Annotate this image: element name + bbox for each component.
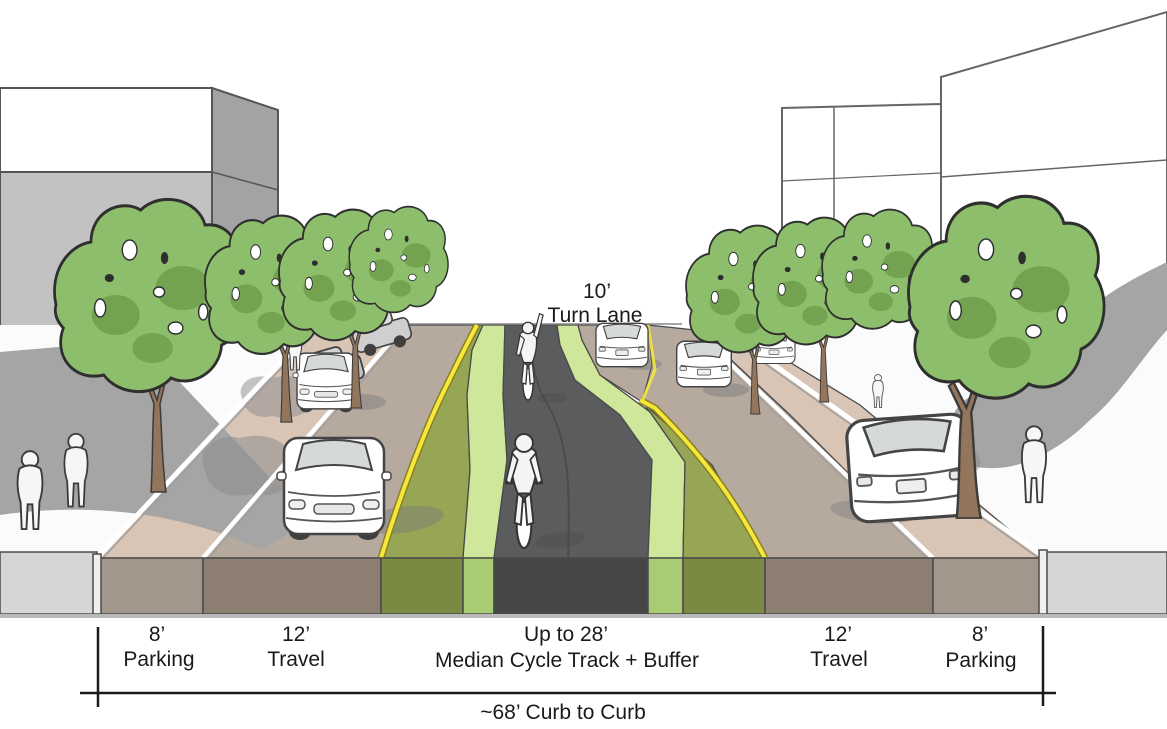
parked-car-right-near — [844, 411, 976, 525]
section-name: Parking — [945, 649, 1016, 672]
ground-line — [0, 614, 1167, 618]
cut-buffer-olive-left — [380, 557, 464, 615]
cyclist-far-signaling — [515, 312, 544, 401]
cyclist-near — [505, 433, 543, 550]
label-parking-right: 8’ Parking — [945, 623, 1016, 672]
cut-buffer-light-left — [462, 557, 495, 615]
section-dimension: 12’ — [282, 623, 310, 646]
cut-travel-right — [764, 557, 934, 615]
section-dimension: 8’ — [149, 623, 165, 646]
label-parking-left: 8’ Parking — [123, 623, 194, 671]
turn-lane-dimension: 10’ — [583, 280, 611, 303]
label-median-cycle-track: Up to 28’ Median Cycle Track + Buffer — [435, 623, 699, 672]
section-name: Travel — [810, 648, 868, 671]
yellow-line-turn-pocket — [640, 324, 657, 403]
tree-shadow-parking-left — [202, 435, 293, 496]
oncoming-car-far — [292, 352, 360, 414]
cross-section — [0, 549, 1167, 615]
cut-travel-left — [202, 557, 382, 615]
curb-face-right — [1038, 549, 1048, 615]
yellow-line-left — [379, 324, 479, 559]
section-name: Travel — [267, 648, 325, 671]
total-width-label: ~68’ Curb to Curb — [480, 701, 646, 724]
curb-line-left — [95, 323, 318, 560]
section-dimension: Up to 28’ — [524, 623, 608, 646]
dimension-line-curb-to-curb — [80, 626, 1056, 707]
cut-buffer-olive-right — [682, 557, 766, 615]
cut-buffer-light-right — [647, 557, 684, 615]
section-name: Median Cycle Track + Buffer — [435, 649, 699, 672]
cyclist-shadow — [537, 393, 567, 403]
yellow-line-right — [639, 398, 767, 559]
cut-sidewalk-left — [0, 551, 98, 615]
label-travel-right: 12’ Travel — [810, 623, 868, 671]
cut-parking-right — [932, 557, 1044, 615]
turn-lane-name: Turn Lane — [548, 304, 643, 327]
cut-cycle-track — [493, 557, 649, 615]
section-labels: 8’ Parking 12’ Travel Up to 28’ Median C… — [123, 623, 1016, 672]
section-dimension: 8’ — [972, 623, 988, 646]
cyclist-shadow — [535, 531, 585, 549]
section-name: Parking — [123, 648, 194, 671]
cut-parking-left — [96, 557, 204, 615]
label-turn-lane: 10’ Turn Lane — [548, 280, 643, 327]
cut-sidewalk-right — [1042, 551, 1167, 615]
oncoming-car-near — [275, 436, 393, 542]
turn-lane-car — [595, 322, 649, 368]
label-travel-left: 12’ Travel — [267, 623, 325, 671]
section-dimension: 12’ — [824, 623, 852, 646]
curb-face-left — [92, 553, 102, 615]
